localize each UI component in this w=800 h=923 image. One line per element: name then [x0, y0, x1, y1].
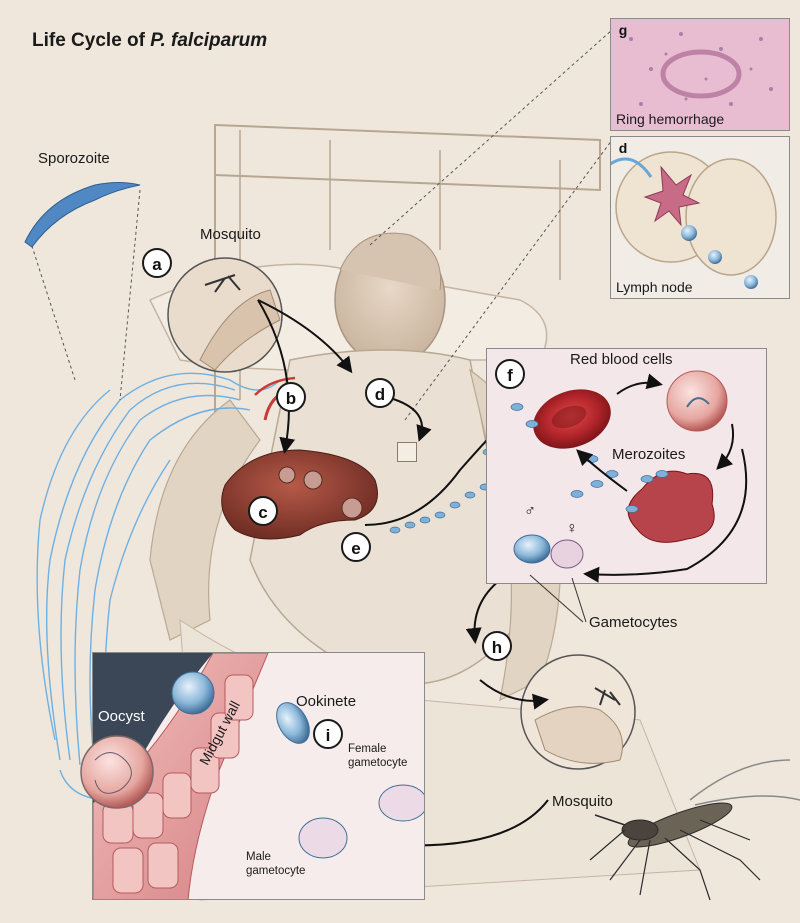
mosquito-bite-magnifier — [167, 257, 283, 373]
oocyst-label: Oocyst — [98, 708, 145, 725]
stage-i-badge: i — [313, 719, 343, 749]
stage-b-badge: b — [276, 382, 306, 412]
sporozoite-label: Sporozoite — [38, 150, 110, 167]
male-gametocyte-label: Male gametocyte — [246, 851, 306, 877]
lymph-node-illustration — [611, 151, 777, 289]
stage-g-badge: g — [618, 22, 628, 38]
red-blood-cell-cycle — [510, 370, 748, 583]
lymph-node-marker — [397, 442, 417, 462]
stage-d-inset-badge: d — [618, 140, 628, 156]
stage-f-badge: f — [495, 359, 525, 389]
gametocytes-label: Gametocytes — [589, 614, 678, 631]
callout-lines — [29, 29, 613, 421]
ring-hemorrhage-micrograph — [611, 19, 789, 130]
ookinete-label: Ookinete — [296, 693, 357, 710]
male-symbol: ♂ — [524, 503, 536, 520]
stage-c-badge: c — [248, 496, 278, 526]
blood-vessel — [36, 372, 281, 771]
female-symbol: ♀ — [566, 520, 578, 537]
stage-d-badge: d — [365, 378, 395, 408]
stage-e-badge: e — [341, 532, 371, 562]
stage-h-badge: h — [482, 631, 512, 661]
mosquito-feeding-magnifier — [520, 654, 636, 770]
female-gametocyte-label: Female gametocyte — [348, 743, 408, 769]
midgut-panel — [92, 652, 425, 900]
ring-hemorrhage-label: Ring hemorrhage — [616, 111, 725, 127]
ring-hemorrhage-panel — [610, 18, 790, 131]
lymph-node-label: Lymph node — [616, 279, 693, 295]
mosquito-bottom-label: Mosquito — [552, 793, 613, 810]
merozoites-label: Merozoites — [612, 446, 686, 463]
red-blood-cell-panel — [486, 348, 767, 584]
mosquito-illustration — [589, 759, 800, 901]
red-blood-cells-label: Red blood cells — [570, 351, 673, 368]
sporozoite-illustration — [24, 182, 141, 248]
page-title: Life Cycle of P. falciparum — [32, 30, 268, 51]
lymph-node-panel — [610, 136, 790, 299]
mosquito-top-label: Mosquito — [200, 226, 261, 243]
stage-a-badge: a — [142, 248, 172, 278]
